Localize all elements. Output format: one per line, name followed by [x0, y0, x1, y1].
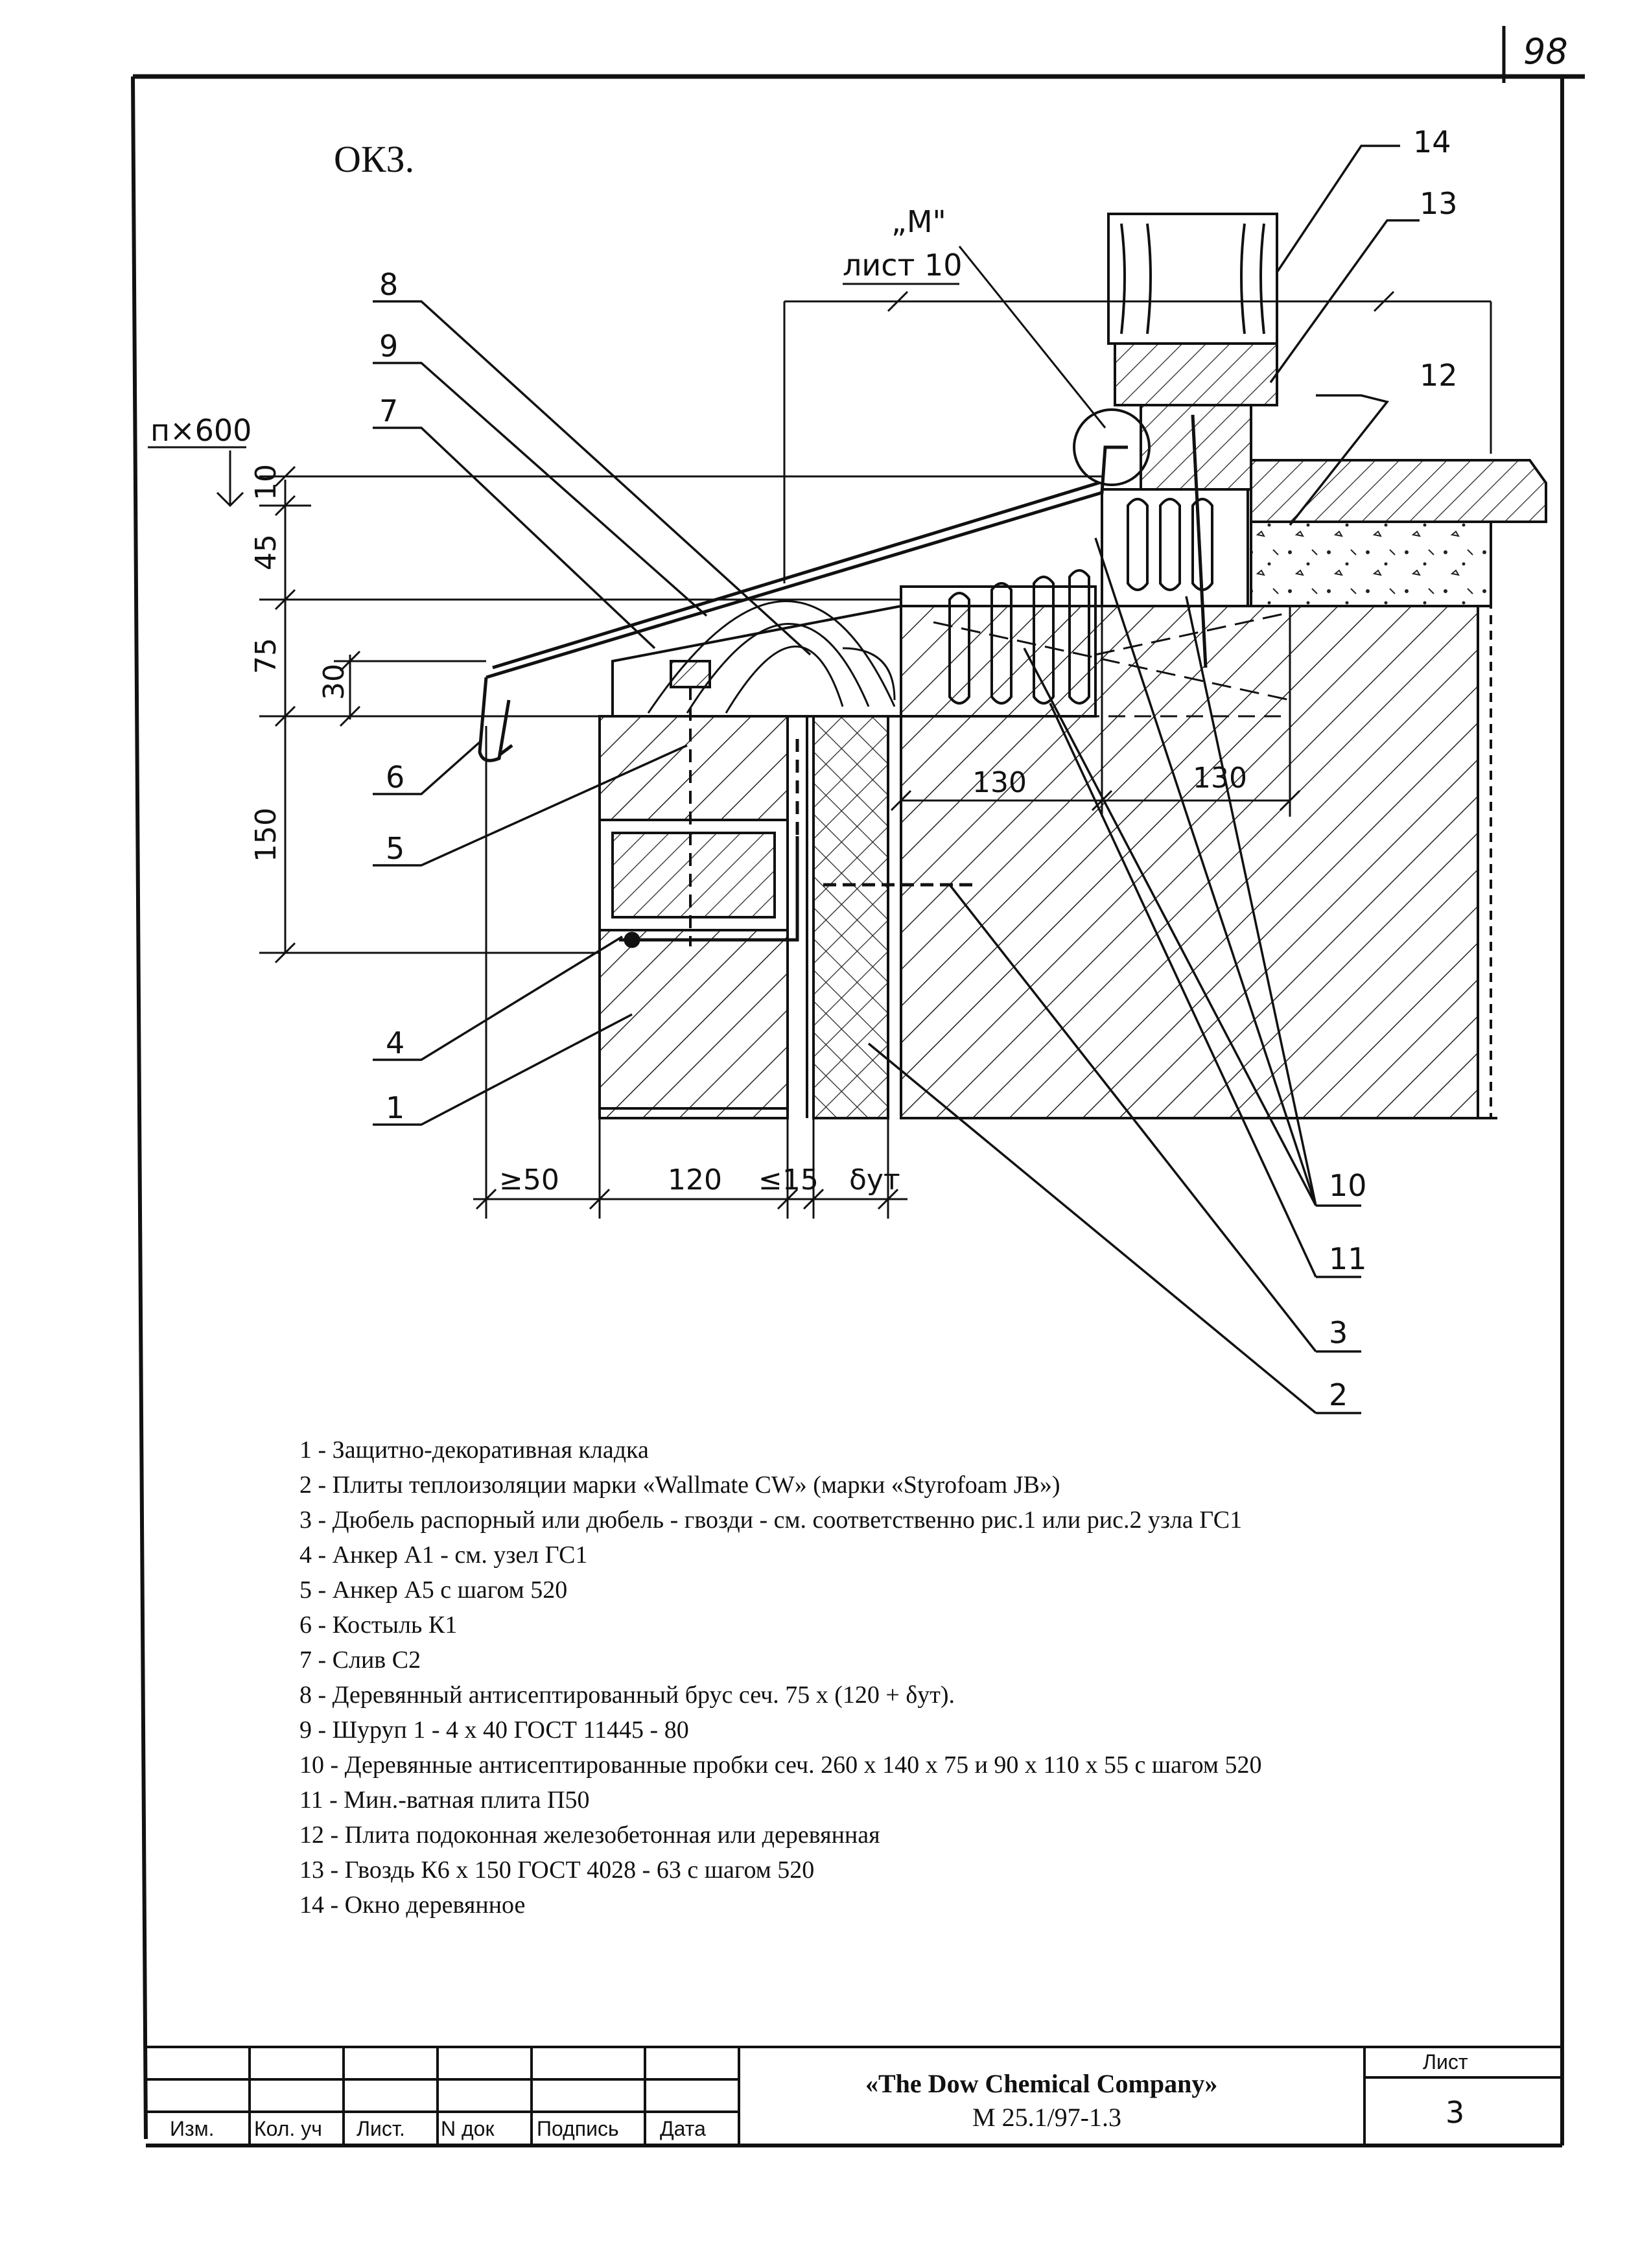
detail-reference: „М" лист 10 — [843, 204, 1151, 486]
sheet-number: 3 — [1446, 2095, 1464, 2130]
callout-10: 10 — [1329, 1168, 1367, 1203]
dim-50: ≥50 — [499, 1163, 559, 1197]
page-number: 98 — [1523, 31, 1568, 72]
callout-numbers: 8 9 7 6 5 4 1 14 13 12 10 11 3 2 — [379, 124, 1458, 1412]
document-code: М 25.1/97-1.3 — [972, 2103, 1121, 2132]
callout-11: 11 — [1329, 1241, 1367, 1276]
level-mark: п×600 — [148, 413, 252, 508]
callout-2: 2 — [1329, 1377, 1348, 1412]
header-date: Дата — [660, 2117, 706, 2140]
callout-12: 12 — [1420, 358, 1458, 393]
legend-item: 11 - Мин.-ватная плита П50 — [299, 1786, 590, 1814]
legend-item: 2 - Плиты теплоизоляции марки «Wallmate … — [299, 1471, 1060, 1499]
anchors — [619, 739, 972, 948]
insulation-layer — [786, 687, 902, 1119]
callout-9: 9 — [379, 329, 398, 364]
company-name: «The Dow Chemical Company» — [865, 2069, 1217, 2098]
facing-masonry — [598, 715, 789, 1119]
view-label: „М" — [891, 204, 946, 239]
dim-15: ≤15 — [758, 1163, 819, 1197]
dim-45: 45 — [250, 534, 283, 570]
legend-item: 5 - Анкер А5 с шагом 520 — [299, 1576, 568, 1604]
callout-3: 3 — [1329, 1315, 1348, 1350]
callout-14: 14 — [1413, 124, 1451, 159]
drawing-title: ОКЗ. — [334, 138, 414, 180]
dim-120: 120 — [668, 1163, 722, 1197]
legend-item: 12 - Плита подоконная железобетонная или… — [299, 1821, 880, 1849]
legend-item: 3 - Дюбель распорный или дюбель - гвозди… — [299, 1506, 1243, 1534]
callout-7: 7 — [379, 393, 398, 428]
callout-8: 8 — [379, 267, 398, 302]
callout-6: 6 — [386, 760, 404, 795]
header-sheet: Лист. — [357, 2117, 405, 2140]
dim-30: 30 — [318, 664, 351, 700]
screw — [670, 660, 711, 946]
dim-insulation-thickness: δут — [849, 1163, 900, 1197]
legend-item: 9 - Шуруп 1 - 4 х 40 ГОСТ 11445 - 80 — [299, 1716, 689, 1744]
window-frame — [1107, 213, 1278, 668]
header-doc-no: N док — [441, 2117, 495, 2140]
sheet-reference: лист 10 — [843, 248, 963, 283]
title-block-headers: Изм. Кол. уч Лист. N док Подпись Дата — [170, 2117, 706, 2140]
load-bearing-wall — [900, 605, 1497, 1119]
callout-5: 5 — [386, 831, 404, 866]
callout-1: 1 — [386, 1090, 404, 1125]
dim-130-left: 130 — [972, 766, 1027, 799]
nail — [1191, 414, 1208, 668]
dim-130-right: 130 — [1193, 762, 1247, 795]
window-sill-slab — [1250, 459, 1547, 1118]
callout-13: 13 — [1420, 186, 1458, 221]
header-signature: Подпись — [537, 2117, 619, 2140]
dim-75: 75 — [250, 638, 283, 674]
legend-item: 1 - Защитно-декоративная кладка — [299, 1436, 649, 1464]
timber-beam — [611, 600, 902, 718]
legend-item: 13 - Гвоздь К6 х 150 ГОСТ 4028 - 63 с ша… — [299, 1856, 815, 1884]
dim-150: 150 — [250, 808, 283, 862]
callout-4: 4 — [386, 1025, 404, 1060]
legend-item: 4 - Анкер А1 - см. узел ГС1 — [299, 1541, 588, 1569]
legend-item: 7 - Слив С2 — [299, 1646, 421, 1674]
legend-item: 8 - Деревянный антисептированный брус се… — [299, 1681, 955, 1709]
legend: 1 - Защитно-декоративная кладка 2 - Плит… — [299, 1432, 1583, 1923]
dimension-lines — [259, 290, 1492, 1219]
legend-item: 14 - Окно деревянное — [299, 1891, 526, 1919]
header-change: Изм. — [170, 2117, 215, 2140]
callout-leaders — [373, 145, 1420, 1414]
legend-item: 6 - Костыль К1 — [299, 1611, 458, 1639]
level-label: п×600 — [150, 413, 252, 448]
dim-10: 10 — [250, 464, 283, 500]
header-count: Кол. уч — [254, 2117, 322, 2140]
title-block — [146, 2046, 1562, 2147]
sheet-label: Лист — [1423, 2050, 1468, 2074]
legend-item: 10 - Деревянные антисептированные пробки… — [299, 1751, 1262, 1779]
dimension-texts: 10 45 75 30 150 ≥50 120 ≤15 δут 130 130 — [250, 464, 1247, 1197]
